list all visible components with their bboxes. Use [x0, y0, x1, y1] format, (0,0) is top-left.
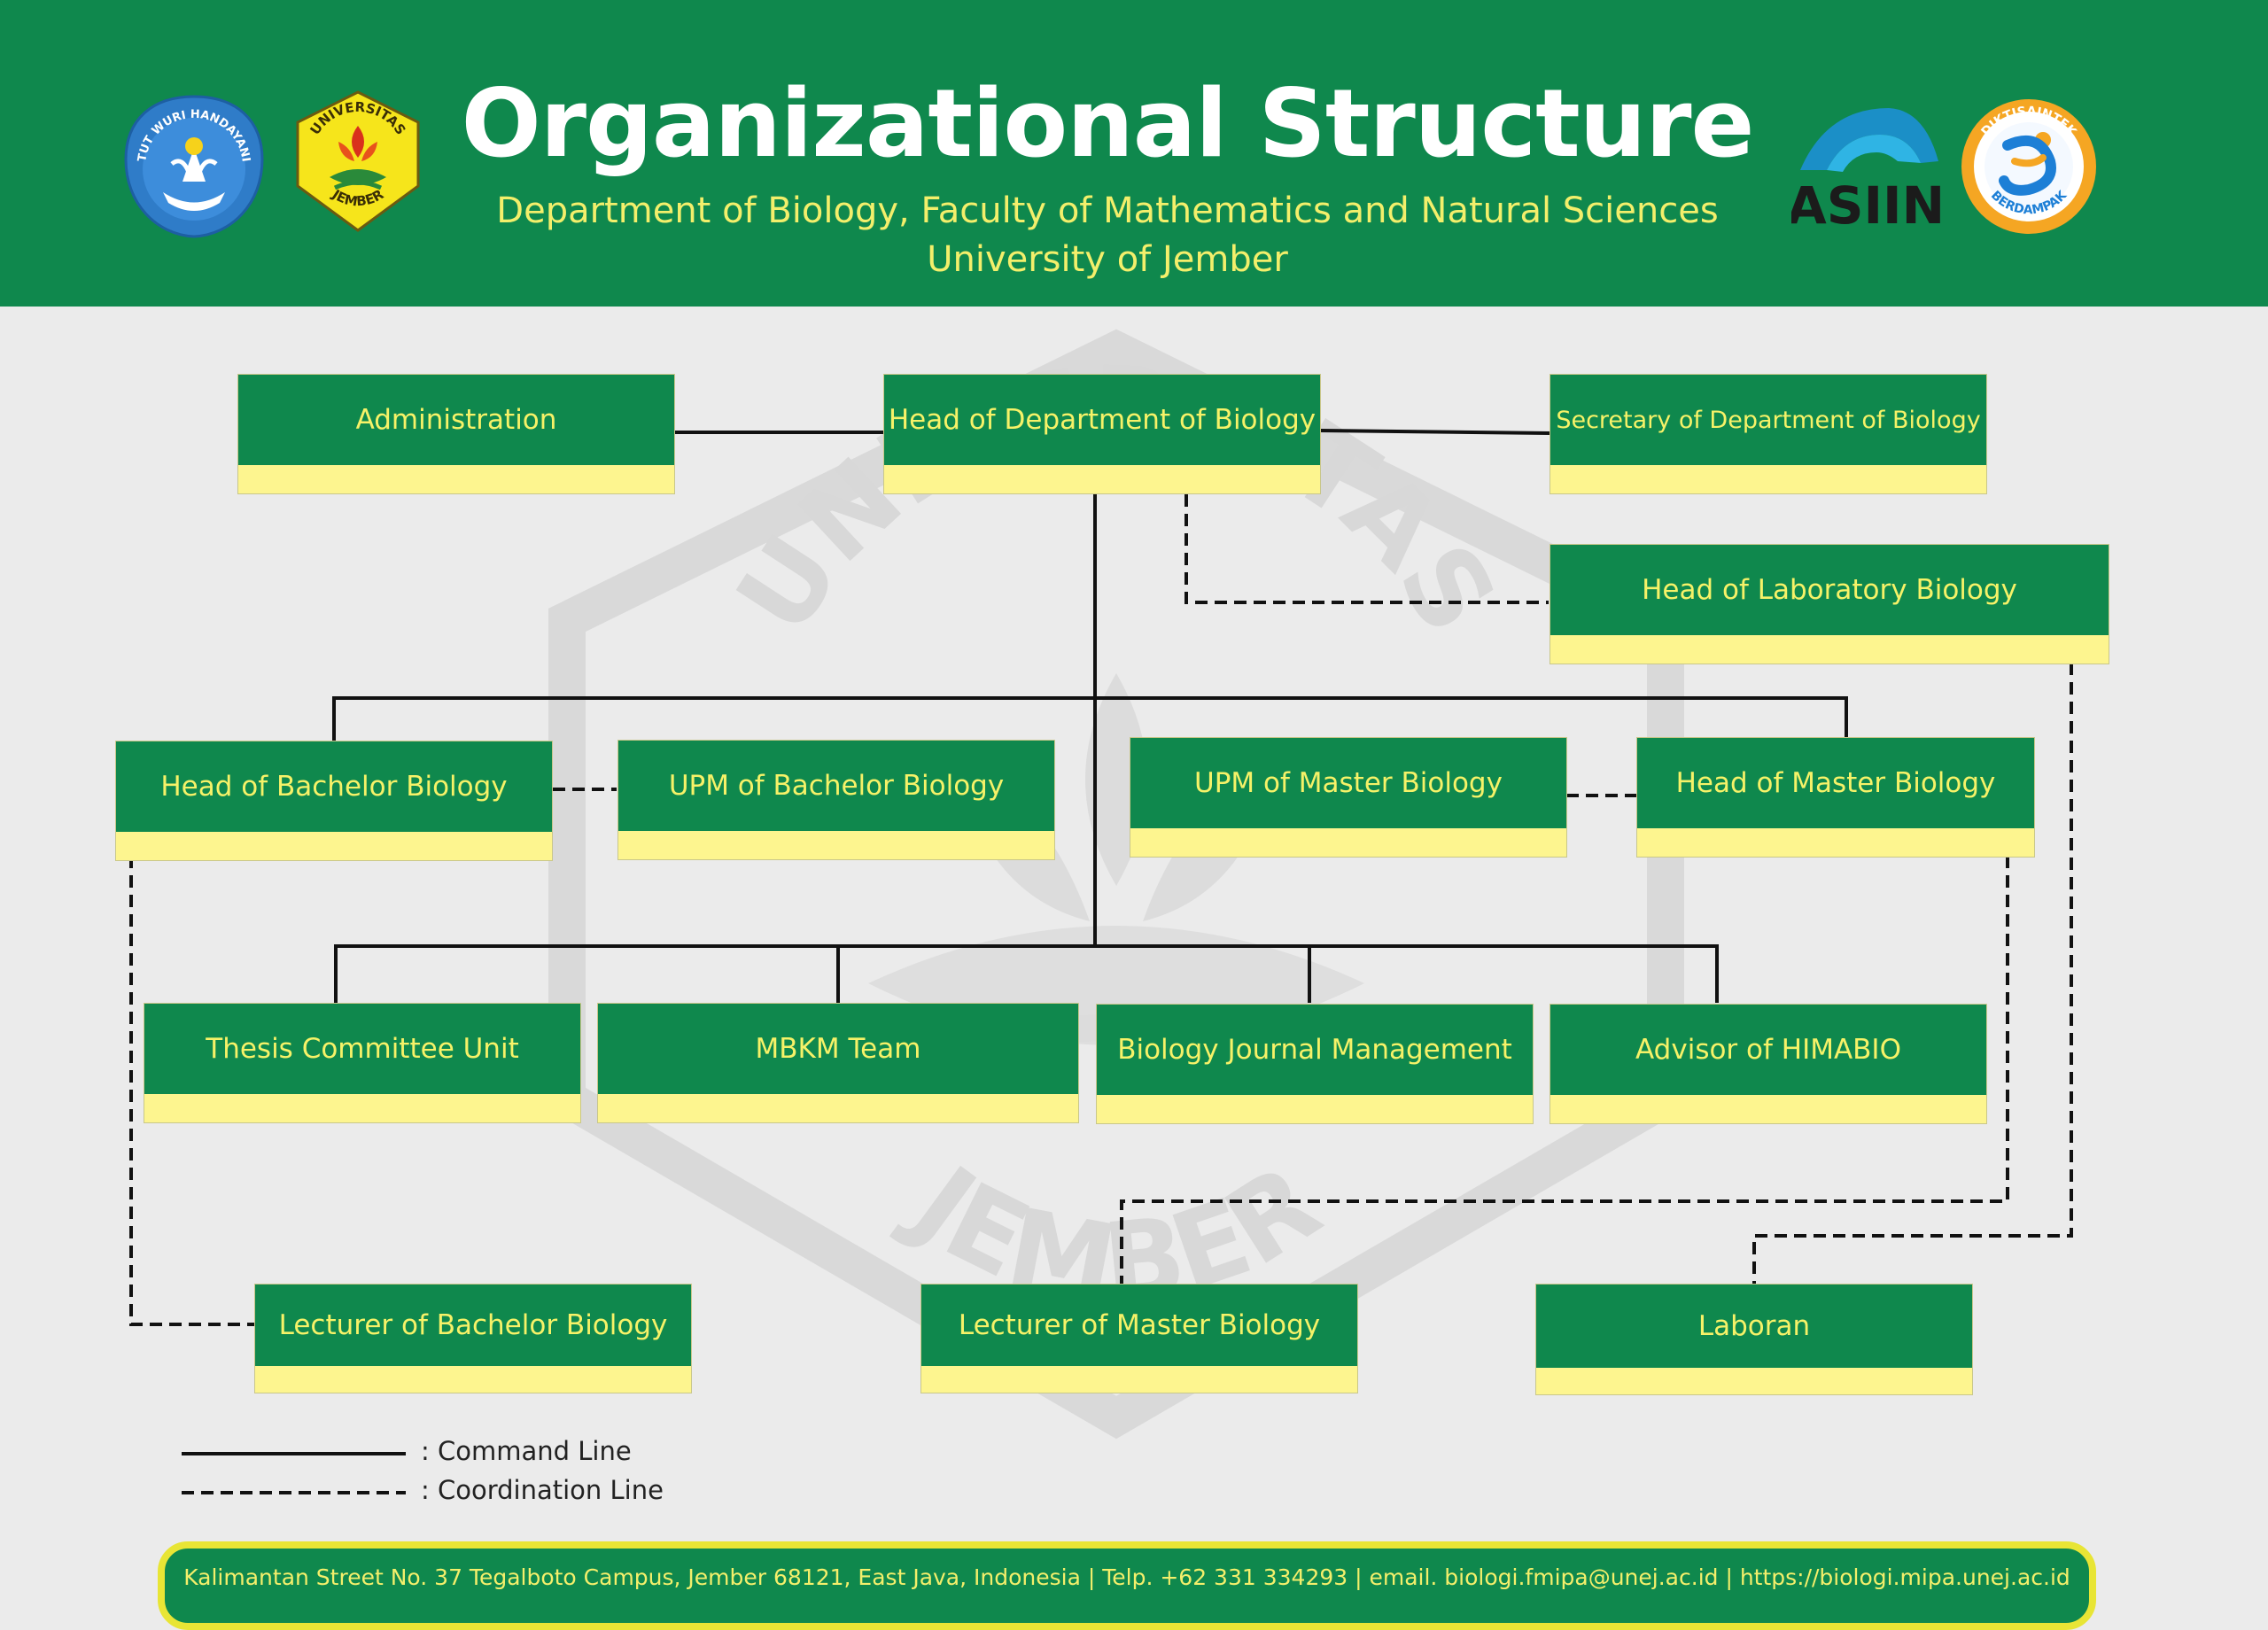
asiin-logo-text: ASIIN: [1791, 175, 1942, 232]
unit-name-slot: [598, 1094, 1078, 1122]
unit-label: Lecturer of Master Biology: [958, 1309, 1321, 1341]
university-of-jember-logo: UNIVERSITAS JEMBER: [296, 90, 420, 232]
coordination-line-lecturer-master: [1120, 856, 2009, 1285]
footer-contact-text: Kalimantan Street No. 37 Tegalboto Campu…: [183, 1564, 2070, 1590]
unit-label: Secretary of Department of Biology: [1556, 406, 1981, 434]
unit-name-slot: [255, 1366, 691, 1393]
unit-name-slot: [1130, 828, 1566, 857]
command-line-programs: [332, 696, 1848, 741]
unit-label: UPM of Master Biology: [1194, 767, 1503, 799]
unit-box-secretary: Secretary of Department of Biology: [1550, 374, 1987, 494]
asiin-logo: ASIIN: [1791, 108, 1942, 232]
unit-box-head-of-department: Head of Department of Biology: [883, 374, 1321, 494]
unit-box-upm-master: UPM of Master Biology: [1130, 737, 1567, 858]
footer-contact-bar: Kalimantan Street No. 37 Tegalboto Campu…: [158, 1541, 2096, 1630]
unit-label: Thesis Committee Unit: [206, 1033, 519, 1065]
page-subtitle-faculty: Department of Biology, Faculty of Mathem…: [496, 190, 1719, 231]
tut-wuri-handayani-logo: TUT WURI HANDAYANI: [124, 95, 264, 238]
unit-box-head-of-master: Head of Master Biology: [1636, 737, 2035, 858]
unit-label: Biology Journal Management: [1117, 1034, 1512, 1066]
legend-coordination-line-label: : Coordination Line: [421, 1475, 664, 1505]
command-line-secretary: [1319, 429, 1551, 435]
command-line-units: [334, 944, 1719, 1003]
legend-command-line-label: : Command Line: [421, 1436, 632, 1466]
unit-box-lecturer-master: Lecturer of Master Biology: [920, 1284, 1358, 1393]
header-banner: TUT WURI HANDAYANI UNIVERSITAS JEMBER Or…: [0, 0, 2268, 307]
unit-name-slot: [1097, 1095, 1533, 1123]
unit-name-slot: [921, 1366, 1357, 1393]
unit-name-slot: [1550, 635, 2109, 664]
coordination-line-lecturer-bachelor: [129, 856, 255, 1326]
unit-box-advisor-himabio: Advisor of HIMABIO: [1550, 1004, 1987, 1124]
unit-box-head-of-laboratory: Head of Laboratory Biology: [1550, 544, 2109, 664]
unit-box-lecturer-bachelor: Lecturer of Bachelor Biology: [254, 1284, 692, 1393]
unit-box-laboran: Laboran: [1535, 1284, 1973, 1395]
unit-box-journal-management: Biology Journal Management: [1096, 1004, 1534, 1124]
unit-name-slot: [884, 465, 1320, 493]
unit-label: Head of Laboratory Biology: [1642, 574, 2017, 606]
coordination-line-lab: [1184, 494, 1549, 604]
unit-box-thesis-committee: Thesis Committee Unit: [144, 1003, 581, 1123]
page-subtitle-university: University of Jember: [927, 239, 1288, 280]
unit-name-slot: [1550, 465, 1986, 493]
unit-box-mbkm-team: MBKM Team: [597, 1003, 1079, 1123]
unit-name-slot: [116, 832, 552, 860]
unit-name-slot: [1536, 1368, 1972, 1394]
unit-box-upm-bachelor: UPM of Bachelor Biology: [617, 740, 1055, 860]
unit-box-administration: Administration: [237, 374, 675, 494]
unit-name-slot: [1637, 828, 2034, 857]
unit-name-slot: [1550, 1095, 1986, 1123]
unit-label: Administration: [355, 404, 557, 436]
unit-label: Head of Department of Biology: [888, 404, 1317, 436]
coordination-line-laboran: [1752, 663, 2073, 1285]
unit-name-slot: [618, 831, 1054, 859]
page-title: Organizational Structure: [461, 69, 1755, 178]
unit-name-slot: [238, 465, 674, 493]
unit-label: Head of Master Biology: [1675, 767, 1996, 799]
unit-label: MBKM Team: [755, 1033, 921, 1065]
unit-label: Lecturer of Bachelor Biology: [278, 1309, 668, 1341]
unit-label: UPM of Bachelor Biology: [668, 770, 1005, 802]
unit-label: Laboran: [1697, 1310, 1811, 1342]
diktisaintek-berdampak-logo: DIKTISAINTEK BERDAMPAK: [1961, 99, 2096, 234]
unit-label: Head of Bachelor Biology: [160, 771, 508, 803]
unit-box-head-of-bachelor: Head of Bachelor Biology: [115, 741, 553, 861]
unit-label: Advisor of HIMABIO: [1635, 1034, 1901, 1066]
unit-name-slot: [144, 1094, 580, 1122]
